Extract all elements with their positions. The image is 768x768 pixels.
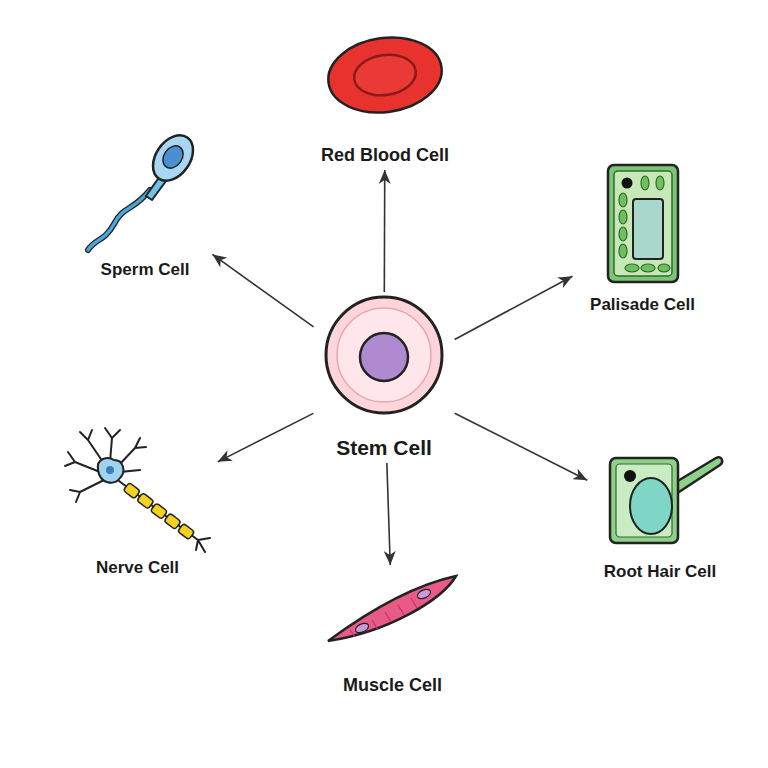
differentiation-arrow [218,413,314,462]
cell-node: Root Hair Cell [590,450,730,584]
differentiation-arrow [212,254,313,327]
palisade-cell-drawing [608,165,678,282]
cell-node: Muscle Cell [320,568,465,697]
root-hair-cell-drawing [610,457,722,543]
cell-node: Palisade Cell [575,160,710,317]
cell-label: Red Blood Cell [285,143,485,167]
cell-label: Palisade Cell [555,293,730,317]
nerve-cell-drawing [65,428,210,552]
cell-label: Muscle Cell [300,673,485,697]
differentiation-arrow [455,276,573,339]
cell-node: Stem Cell [316,295,452,460]
cell-label: Nerve Cell [40,556,235,580]
cell-label: Sperm Cell [60,258,230,282]
cell-node: Red Blood Cell [305,35,465,167]
sperm-cell-drawing [88,128,201,250]
cell-node: Nerve Cell [60,425,215,580]
cell-label: Stem Cell [296,436,472,460]
differentiation-arrow [384,170,386,292]
muscle-cell-drawing [328,576,456,641]
stem-cell-drawing [326,297,442,413]
red-blood-cell-drawing [323,30,446,119]
cell-label: Root Hair Cell [570,560,750,584]
differentiation-arrow [455,413,588,480]
differentiation-arrow [387,463,390,565]
cell-node: Sperm Cell [80,130,210,282]
